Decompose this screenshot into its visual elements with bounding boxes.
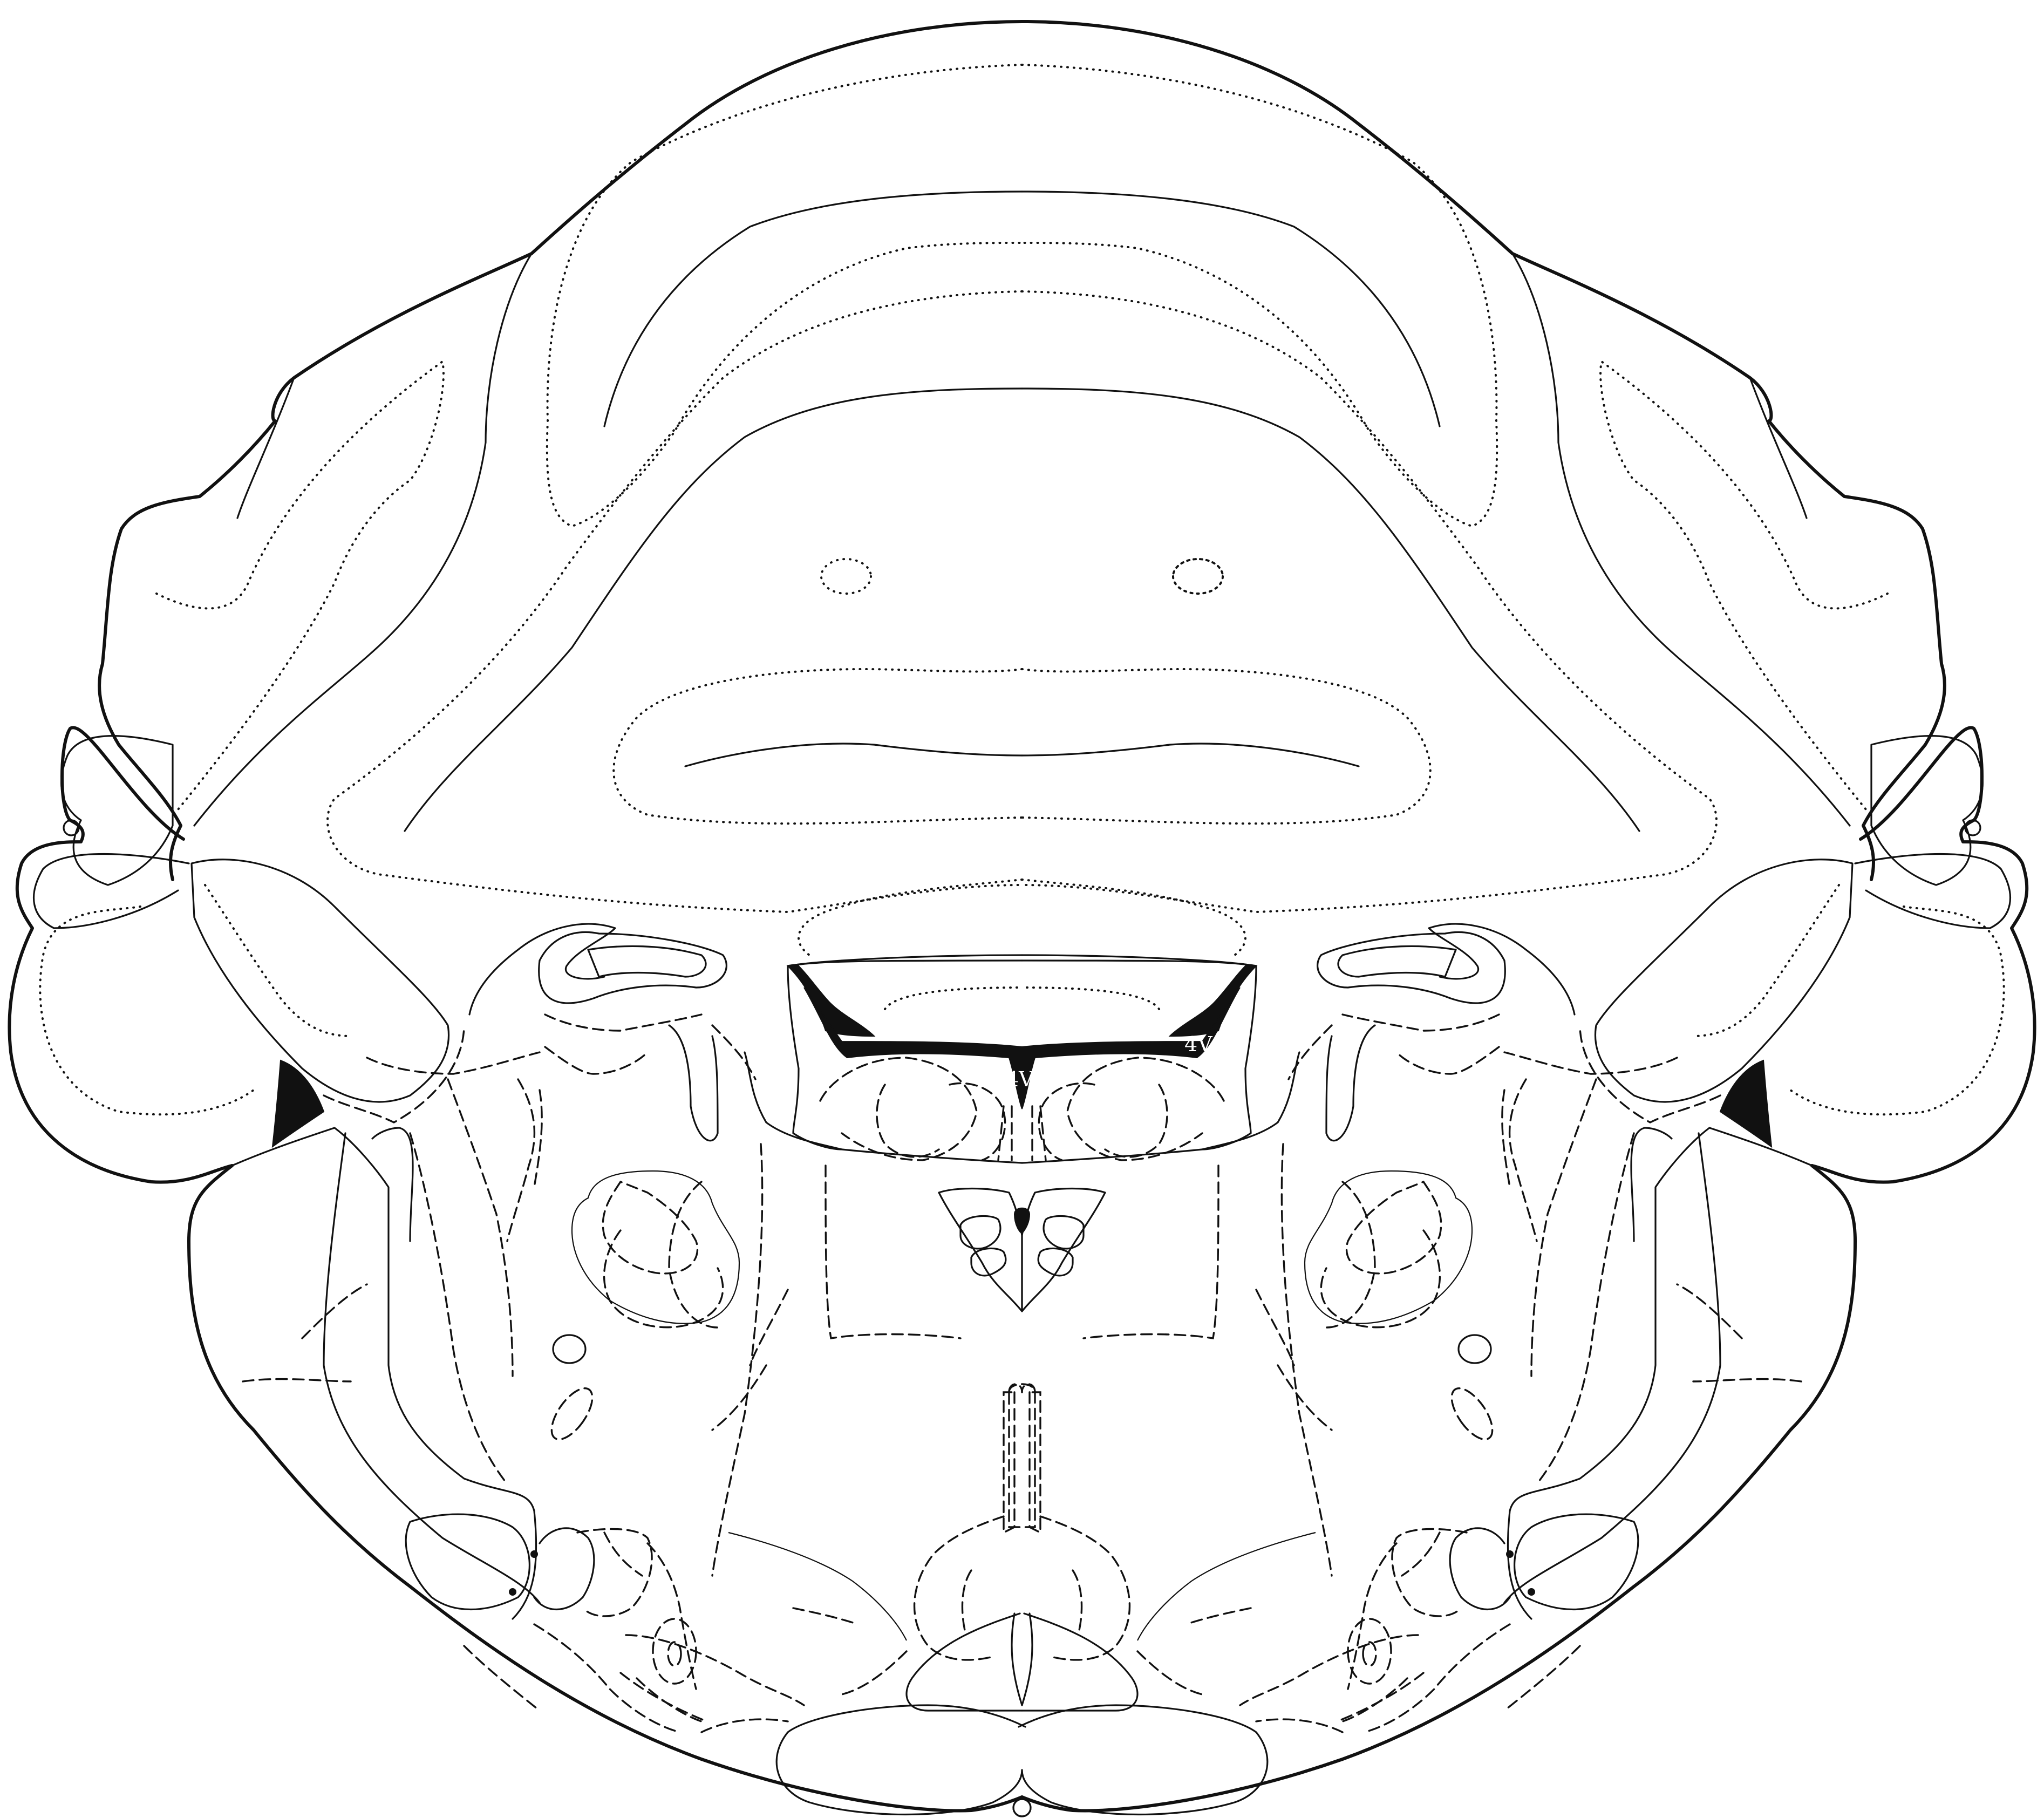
right-hemisphere — [1013, 22, 2035, 1816]
label-fourth-ventricle-upper: 4V — [1184, 1032, 1212, 1056]
central-canal-black — [1014, 1208, 1030, 1233]
raphe-midline-top — [1009, 1384, 1035, 1527]
label-fourth-ventricle-lower: 4V — [1006, 1067, 1034, 1091]
left-hemisphere — [9, 22, 1031, 1816]
